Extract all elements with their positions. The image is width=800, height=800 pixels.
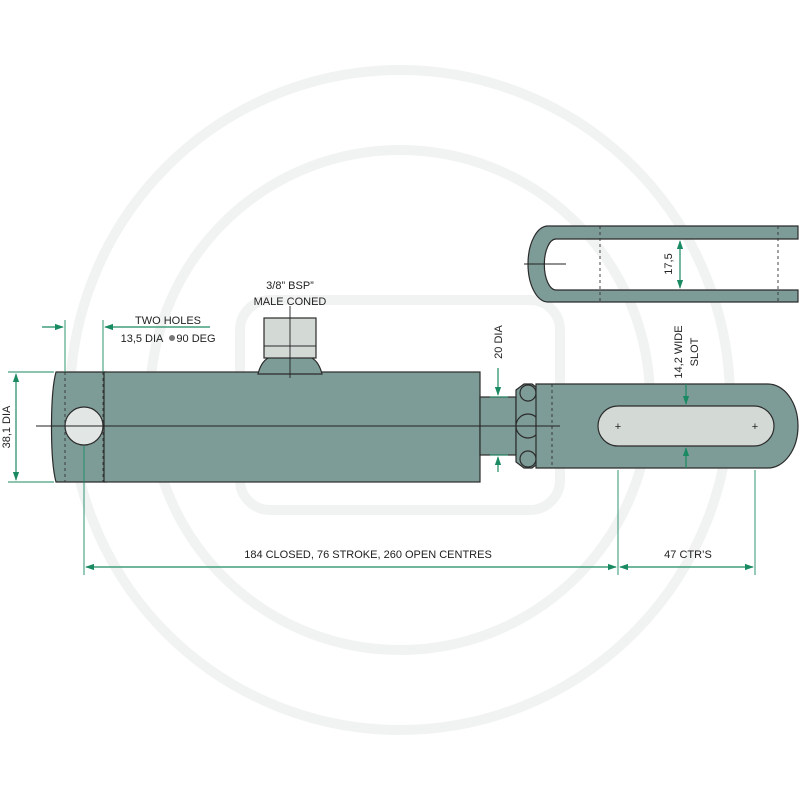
slot-centre-mark: + — [615, 421, 621, 433]
slot-label-1: 14,2 WIDE — [673, 325, 685, 378]
dimensions: 38,1 DIA TWO HOLES 13,5 DIA 90 DEG 3/8” … — [1, 280, 756, 575]
nut-face — [519, 450, 537, 468]
slot-label-2: SLOT — [689, 337, 701, 366]
holes-label-2a: 13,5 DIA — [121, 333, 164, 345]
bore-dia-label: 38,1 DIA — [1, 405, 13, 448]
port-label-1: 3/8” BSP” — [266, 280, 314, 292]
slot — [597, 405, 775, 447]
nut-face — [519, 384, 537, 402]
fork-top-view: 17,5 — [524, 225, 799, 303]
slot-centre-mark: + — [752, 421, 758, 433]
overall-label: 184 CLOSED, 76 STROKE, 260 OPEN CENTRES — [244, 549, 492, 561]
port-label-2: MALE CONED — [254, 296, 327, 308]
degree-symbol — [169, 335, 175, 341]
cylinder-assembly: + + — [36, 306, 799, 483]
fork — [527, 225, 799, 303]
rod-dia-label: 20 DIA — [493, 325, 505, 359]
slot-centres-label: 47 CTR’S — [664, 549, 712, 561]
cylinder-barrel — [103, 371, 481, 483]
holes-label-2b: 90 DEG — [176, 333, 215, 345]
fork-gap-label: 17,5 — [663, 253, 675, 274]
holes-label-1: TWO HOLES — [135, 315, 201, 327]
